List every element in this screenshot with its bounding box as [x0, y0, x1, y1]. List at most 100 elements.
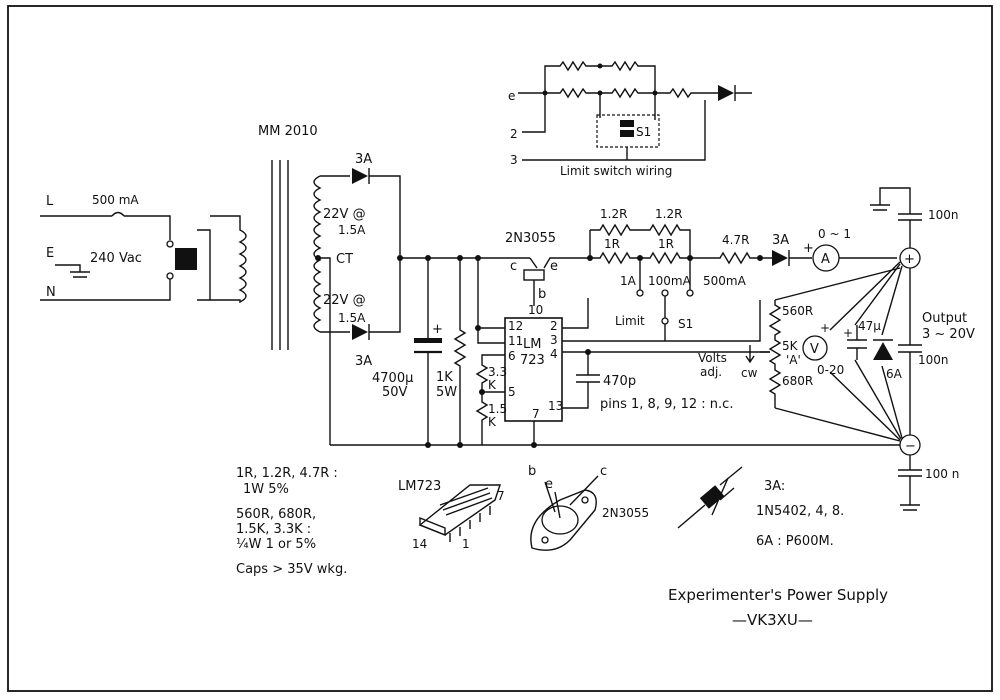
- svg-text:+: +: [904, 252, 915, 267]
- svg-text:+: +: [820, 321, 830, 335]
- mains-voltage-label: 240 Vac: [90, 251, 142, 266]
- transistor-c-label: c: [510, 259, 517, 274]
- diode-6a-label: 6A: [886, 367, 903, 381]
- cap-100n-bottom: 100 n: [925, 467, 959, 481]
- secondary-top-current: 1.5A: [338, 223, 366, 237]
- range-500ma-label: 500mA: [703, 274, 747, 288]
- secondary-winding: [313, 175, 322, 333]
- pot-5k-label: 5K: [782, 339, 799, 353]
- transistor-package: b e c 2N3055: [528, 464, 649, 551]
- volts-adj-label: Volts: [698, 351, 727, 365]
- line-label: L: [46, 194, 54, 209]
- voltmeter-range: 0-20: [817, 363, 844, 377]
- output-rectifier-label: 3A: [772, 233, 789, 248]
- voltmeter-label: V: [810, 342, 819, 357]
- main-capacitor-voltage: 50V: [382, 385, 408, 400]
- r1r2b-label: 1.2R: [655, 207, 682, 221]
- range-100ma-label: 100mA: [648, 274, 692, 288]
- diagram-title: Experimenter's Power Supply: [668, 586, 888, 604]
- pkg-pin1-label: 1: [462, 537, 470, 551]
- diode-package: 3A: 1N5402, 4, 8. 6A : P600M.: [677, 466, 844, 549]
- lm723-regulator: LM 723 10 12 11 6 5 7 2 3 4 13 3.3 K 1.5…: [475, 255, 770, 448]
- regulator-label-bottom: 723: [520, 353, 545, 368]
- output-label: Output: [922, 311, 967, 326]
- frame: [7, 5, 993, 692]
- ammeter-range: 0 ~ 1: [818, 227, 851, 241]
- bleeder-value: 1K: [436, 370, 453, 385]
- unused-pins-note: pins 1, 8, 9, 12 : n.c.: [600, 397, 733, 412]
- diagram-author: —VK3XU—: [732, 611, 813, 629]
- diode-6a-part: 6A : P600M.: [756, 534, 834, 549]
- mains-input: L E N 500 mA 240 Vac: [40, 193, 247, 304]
- r560-label: 560R: [782, 304, 813, 318]
- transistor-b-label: b: [538, 287, 546, 302]
- pin13-label: 13: [548, 399, 563, 413]
- rectifier-bottom-label: 3A: [355, 354, 372, 369]
- inset-caption: Limit switch wiring: [560, 164, 672, 178]
- primary-fuse: [111, 211, 125, 217]
- cap-47u-label: 47µ: [858, 319, 881, 333]
- svg-text:+: +: [803, 241, 814, 256]
- main-capacitor-value: 4700µ: [372, 371, 413, 386]
- center-tap-label: CT: [336, 252, 353, 267]
- primary-fuse-label: 500 mA: [92, 193, 139, 207]
- pin4-label: 4: [550, 347, 558, 361]
- pass-transistor-label: 2N3055: [505, 231, 556, 246]
- s1-label: S1: [678, 317, 693, 331]
- earth-symbol: [70, 271, 90, 278]
- pass-transistor: 2N3055 c e b: [505, 231, 590, 306]
- output-diode: [772, 250, 788, 266]
- r1rb-label: 1R: [658, 237, 674, 251]
- r1r2a-label: 1.2R: [600, 207, 627, 221]
- diode-top: [352, 168, 368, 184]
- neutral-label: N: [46, 285, 56, 300]
- pin10-label: 10: [528, 303, 543, 317]
- component-notes: 1R, 1.2R, 4.7R : 1W 5% 560R, 680R, 1.5K,…: [236, 466, 347, 577]
- transformer: MM 2010 CT 22V @ 1.5A 22V @ 1.5A: [258, 124, 366, 445]
- cap-470p-label: 470p: [603, 374, 636, 389]
- r1k5-value: 1.5: [488, 402, 507, 416]
- main-capacitor: + 4700µ 50V: [372, 258, 443, 445]
- diode-6a: [873, 342, 893, 360]
- inset-e-label: e: [508, 89, 515, 103]
- pin3-label: 3: [550, 333, 558, 347]
- secondary-top-label: 22V @: [323, 207, 366, 222]
- inset-s1-label: S1: [636, 125, 651, 139]
- bleeder-resistor: 1K 5W: [436, 258, 467, 445]
- notes-line-5: ¼W 1 or 5%: [236, 537, 316, 552]
- pin5-label: 5: [508, 385, 516, 399]
- volts-adj-label-2: adj.: [700, 365, 722, 379]
- output-range: 3 ~ 20V: [922, 327, 975, 342]
- limit-label: Limit: [615, 314, 645, 328]
- cap-100n-mid: 100n: [918, 353, 949, 367]
- regulator-label-top: LM: [523, 337, 541, 352]
- diode-3a-label: 3A:: [764, 479, 785, 494]
- pin2-label: 2: [550, 319, 558, 333]
- svg-text:+: +: [432, 322, 443, 337]
- range-1a-label: 1A: [620, 274, 637, 288]
- pin6-label: 6: [508, 349, 516, 363]
- pkg-pin14-label: 14: [412, 537, 427, 551]
- output-section: 3A A 0 ~ 1 + + − 100n 100n Output 3 ~ 20…: [698, 187, 975, 511]
- transformer-model-label: MM 2010: [258, 124, 318, 139]
- primary-winding: [210, 215, 247, 304]
- notes-line-2: 1W 5%: [243, 482, 289, 497]
- secondary-bottom-current: 1.5A: [338, 311, 366, 325]
- pin12-label: 12: [508, 319, 523, 333]
- svg-text:+: +: [843, 326, 853, 340]
- pot-a-label: 'A': [786, 353, 801, 367]
- notes-line-4: 1.5K, 3.3K :: [236, 522, 311, 537]
- cw-label: cw: [741, 366, 758, 380]
- notes-line-1: 1R, 1.2R, 4.7R :: [236, 466, 338, 481]
- r4r7-label: 4.7R: [722, 233, 749, 247]
- r1ra-label: 1R: [604, 237, 620, 251]
- cap-100n-top: 100n: [928, 208, 959, 222]
- inset-2-label: 2: [510, 127, 518, 141]
- r3k3-value: 3.3: [488, 365, 507, 379]
- svg-text:−: −: [905, 439, 916, 454]
- pkg-lm723-label: LM723: [398, 479, 441, 494]
- r680-label: 680R: [782, 374, 813, 388]
- transformer-core: [271, 160, 289, 350]
- inset-3-label: 3: [510, 153, 518, 167]
- pkg-2n3055-label: 2N3055: [602, 506, 649, 520]
